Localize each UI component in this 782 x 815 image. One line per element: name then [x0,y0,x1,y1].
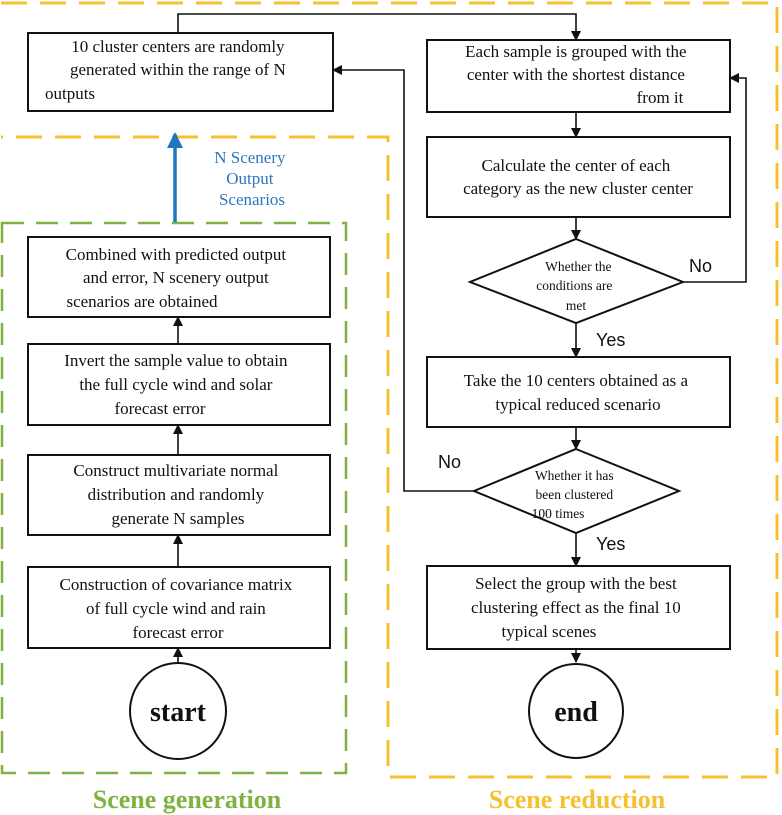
condition-line: met [566,298,586,313]
covariance-line: Construction of covariance matrix [60,575,293,594]
svg-text:Construction of covariance mat: Construction of covariance matrix of ful… [60,575,297,642]
arrow-init-to-group [177,13,581,41]
scenario-label-line: Output [226,169,274,188]
svg-text:Whether the conditions a: Whether the conditions are met [536,259,615,313]
condition-yes-label: Yes [596,330,625,350]
condition-line: Whether the [545,259,611,274]
start-label: start [150,697,207,728]
reduction-region-border [1,1,779,779]
svg-text:Each sample is grouped with th: Each sample is grouped with the center w… [465,42,691,107]
generation-region-border [0,221,348,775]
combine-line: and error, N scenery output [83,268,269,287]
condition-line: conditions are [536,278,612,293]
init-centers-box: 10 cluster centers are randomly generate… [27,32,334,112]
end-label: end [554,697,598,728]
svg-text:Select the group with the best: Select the group with the best clusterin… [471,574,685,641]
covariance-line: of full cycle wind and rain [86,599,266,618]
scenario-output-label: N Scenery Output Scenarios [214,148,290,209]
clustered-no-label: No [438,452,461,472]
scenario-label-line: N Scenery [214,148,286,167]
multivariate-line: distribution and randomly [88,485,265,504]
invert-line: forecast error [114,399,205,418]
calc-center-line: category as the new cluster center [463,179,693,198]
take-centers-line: typical reduced scenario [495,395,660,414]
covariance-line: forecast error [132,623,223,642]
generation-region-label: Scene generation [93,785,282,814]
end-terminal: end [528,663,624,759]
init-centers-line: 10 cluster centers are randomly [71,37,285,56]
group-samples-box: Each sample is grouped with the center w… [426,39,731,113]
scenario-label-line: Scenarios [219,190,285,209]
init-centers-line: outputs [45,84,95,103]
svg-text:10 cluster centers are randoml: 10 cluster centers are randomly generate… [45,37,290,103]
reduction-region-label: Scene reduction [489,785,666,814]
invert-line: Invert the sample value to obtain [64,351,288,370]
reduction-region [1,1,779,779]
clustered-line: been clustered [536,487,614,502]
generation-region [0,221,348,775]
arrow-condition-no [683,73,747,283]
select-best-line: clustering effect as the final 10 [471,598,681,617]
multivariate-box: Construct multivariate normal distributi… [27,454,331,536]
calc-center-box: Calculate the center of each category as… [426,136,731,218]
condition-decision: Whether the conditions are met [467,237,686,325]
combine-line: scenarios are obtained [66,292,218,311]
take-centers-line: Take the 10 centers obtained as a [464,371,689,390]
svg-text:Construct multivariate normal: Construct multivariate normal distributi… [73,461,282,528]
group-samples-line: from it [637,88,684,107]
group-samples-line: Each sample is grouped with the [465,42,686,61]
start-terminal: start [129,662,227,760]
svg-text:Invert the sample value to obt: Invert the sample value to obtain the fu… [64,351,292,418]
svg-text:Combined with predicted output: Combined with predicted output and error… [66,245,291,311]
multivariate-line: Construct multivariate normal [73,461,278,480]
multivariate-line: generate N samples [111,509,244,528]
covariance-box: Construction of covariance matrix of ful… [27,566,331,649]
select-best-box: Select the group with the best clusterin… [426,565,731,650]
svg-text:Calculate the center of each: Calculate the center of each category as… [463,156,693,198]
calc-center-line: Calculate the center of each [481,156,670,175]
condition-no-label: No [689,256,712,276]
take-centers-box: Take the 10 centers obtained as a typica… [426,356,731,428]
combine-line: Combined with predicted output [66,245,287,264]
init-centers-line: generated within the range of N [70,60,286,79]
select-best-line: typical scenes [502,622,597,641]
clustered-line: Whether it has [535,468,614,483]
combine-box: Combined with predicted output and error… [27,236,331,318]
clustered-line: 100 times [532,506,585,521]
svg-text:Take the 10 centers obtained a: Take the 10 centers obtained as a typica… [464,371,693,414]
select-best-line: Select the group with the best [475,574,677,593]
invert-line: the full cycle wind and solar [79,375,272,394]
svg-text:Whether it has been clus: Whether it has been clustered 100 times [532,468,617,521]
clustered-yes-label: Yes [596,534,625,554]
clustered-decision: Whether it has been clustered 100 times [471,447,682,535]
arrow-clustered-no [332,65,474,492]
connectors [167,13,747,663]
group-samples-line: center with the shortest distance [467,65,685,84]
invert-box: Invert the sample value to obtain the fu… [27,343,331,426]
